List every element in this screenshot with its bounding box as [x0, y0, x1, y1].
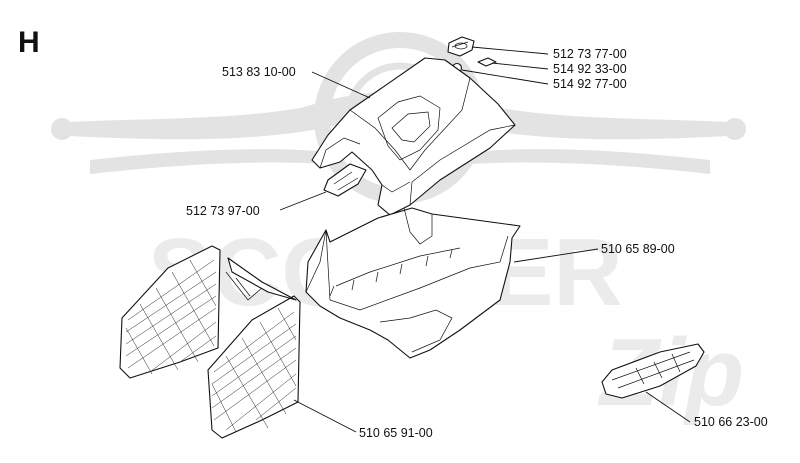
part-label-510-66-23-00: 510 66 23-00	[694, 415, 768, 429]
part-label-510-65-89-00: 510 65 89-00	[601, 242, 675, 256]
part-label-510-65-91-00: 510 65 91-00	[359, 426, 433, 440]
bag-top-cover-part	[311, 57, 516, 216]
right-panel-mesh	[211, 307, 297, 433]
part-label-513-83-10-00: 513 83 10-00	[222, 65, 296, 79]
section-letter: H	[18, 26, 40, 59]
part-labels: 512 73 77-00 514 92 33-00 514 92 77-00 5…	[186, 47, 768, 440]
part-label-512-73-97-00: 512 73 97-00	[186, 204, 260, 218]
bag-frame-part	[305, 207, 521, 359]
part-label-512-73-77-00: 512 73 77-00	[553, 47, 627, 61]
mesh-side-panels-part	[119, 245, 301, 439]
left-panel-mesh	[125, 259, 217, 375]
leader-lines	[279, 46, 691, 433]
part-label-514-92-33-00: 514 92 33-00	[553, 62, 627, 76]
top-cover-plate-part	[323, 163, 367, 197]
handle-clip-part	[447, 36, 475, 57]
part-label-514-92-77-00: 514 92 77-00	[553, 77, 627, 91]
mulch-plug-part	[601, 343, 705, 399]
small-clip-part	[477, 57, 497, 67]
